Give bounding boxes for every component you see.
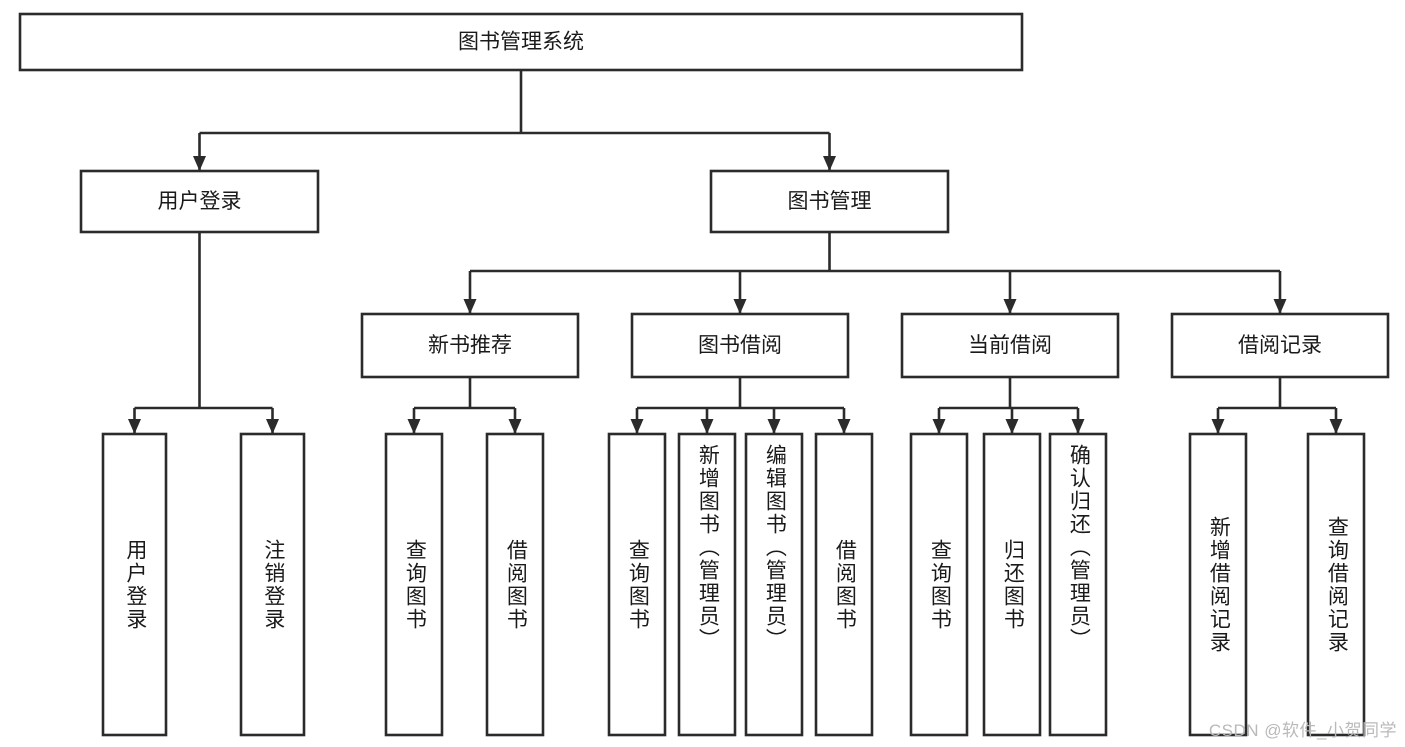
node-box-leaf-query-book-2[interactable] xyxy=(607,432,667,737)
node-box-current-borrow[interactable] xyxy=(900,312,1120,379)
arrow-head-icon xyxy=(1211,419,1225,434)
node-label-leaf-borrow-book-2: 借阅图书 xyxy=(833,538,857,631)
leaf-label-wrap-leaf-user-login: 用户登录 xyxy=(103,434,166,735)
arrow-head-icon xyxy=(463,299,477,314)
node-box-root[interactable] xyxy=(18,12,1024,72)
node-label-leaf-confirm-return: 确认归还（管理员） xyxy=(1067,444,1091,651)
leaf-label-wrap-leaf-query-book-3: 查询图书 xyxy=(911,434,967,735)
node-label-book-borrow: 图书借阅 xyxy=(698,334,782,357)
node-box-leaf-borrow-book-1[interactable] xyxy=(485,432,545,737)
arrow-head-icon xyxy=(733,299,747,314)
arrow-head-icon xyxy=(1005,419,1019,434)
arrow-head-icon xyxy=(932,419,946,434)
node-box-borrow-record[interactable] xyxy=(1170,312,1390,379)
node-box-user-login[interactable] xyxy=(79,169,320,234)
node-label-book-management: 图书管理 xyxy=(788,190,872,213)
node-label-leaf-query-book-1: 查询图书 xyxy=(403,538,427,631)
node-box-leaf-return-book[interactable] xyxy=(982,432,1042,737)
arrow-head-icon xyxy=(700,419,714,434)
leaf-label-wrap-leaf-query-book-1: 查询图书 xyxy=(386,434,442,735)
node-label-borrow-record: 借阅记录 xyxy=(1238,334,1322,357)
connector-edges-layer xyxy=(128,70,1343,434)
arrow-head-icon xyxy=(1329,419,1343,434)
leaf-label-wrap-leaf-query-record: 查询借阅记录 xyxy=(1308,434,1364,735)
node-box-leaf-borrow-book-2[interactable] xyxy=(814,432,874,737)
node-box-leaf-user-login[interactable] xyxy=(101,432,168,737)
node-box-leaf-add-record[interactable] xyxy=(1188,432,1248,737)
arrow-head-icon xyxy=(266,419,279,434)
leaf-label-wrap-leaf-confirm-return: 确认归还（管理员） xyxy=(1050,434,1106,735)
arrow-head-icon xyxy=(1273,299,1287,314)
arrow-head-icon xyxy=(508,419,522,434)
node-box-new-book-recommend[interactable] xyxy=(360,312,580,379)
arrow-head-icon xyxy=(1071,419,1085,434)
leaf-label-wrap-leaf-add-record: 新增借阅记录 xyxy=(1190,434,1246,735)
arrow-head-icon xyxy=(1003,299,1017,314)
node-box-leaf-query-book-1[interactable] xyxy=(384,432,444,737)
arrow-head-icon xyxy=(407,419,421,434)
arrow-head-icon xyxy=(128,419,141,434)
arrow-head-icon xyxy=(193,156,206,171)
node-label-leaf-query-book-3: 查询图书 xyxy=(928,538,952,631)
node-label-leaf-borrow-book-1: 借阅图书 xyxy=(504,538,528,631)
leaf-label-wrap-leaf-borrow-book-2: 借阅图书 xyxy=(816,434,872,735)
node-label-leaf-return-book: 归还图书 xyxy=(1001,538,1025,631)
arrow-head-icon xyxy=(630,419,644,434)
node-label-leaf-edit-book: 编辑图书（管理员） xyxy=(763,444,787,651)
node-box-book-borrow[interactable] xyxy=(630,312,850,379)
node-label-leaf-query-book-2: 查询图书 xyxy=(626,538,650,631)
node-box-leaf-logout[interactable] xyxy=(239,432,306,737)
node-label-leaf-add-book: 新增图书（管理员） xyxy=(696,444,720,651)
arrow-head-icon xyxy=(767,419,781,434)
node-box-leaf-query-record[interactable] xyxy=(1306,432,1366,737)
node-label-root: 图书管理系统 xyxy=(458,31,584,54)
node-label-new-book-recommend: 新书推荐 xyxy=(428,334,512,357)
leaf-label-wrap-leaf-query-book-2: 查询图书 xyxy=(609,434,665,735)
node-label-leaf-logout: 注销登录 xyxy=(261,538,285,631)
node-box-leaf-confirm-return[interactable] xyxy=(1048,432,1108,737)
node-label-current-borrow: 当前借阅 xyxy=(968,334,1052,357)
leaf-label-wrap-leaf-edit-book: 编辑图书（管理员） xyxy=(746,434,802,735)
arrow-head-icon xyxy=(823,156,836,171)
node-label-leaf-query-record: 查询借阅记录 xyxy=(1325,515,1349,654)
arrow-head-icon xyxy=(837,419,851,434)
leaf-label-wrap-leaf-logout: 注销登录 xyxy=(241,434,304,735)
node-label-leaf-add-record: 新增借阅记录 xyxy=(1207,515,1231,654)
node-box-leaf-edit-book[interactable] xyxy=(744,432,804,737)
leaf-label-wrap-leaf-return-book: 归还图书 xyxy=(984,434,1040,735)
leaf-label-wrap-leaf-borrow-book-1: 借阅图书 xyxy=(487,434,543,735)
node-label-user-login: 用户登录 xyxy=(158,190,242,213)
node-label-leaf-user-login: 用户登录 xyxy=(123,538,147,631)
leaf-label-wrap-leaf-add-book: 新增图书（管理员） xyxy=(679,434,735,735)
node-boxes-layer xyxy=(18,12,1390,737)
node-box-leaf-add-book[interactable] xyxy=(677,432,737,737)
node-box-leaf-query-book-3[interactable] xyxy=(909,432,969,737)
node-box-book-management[interactable] xyxy=(709,169,950,234)
